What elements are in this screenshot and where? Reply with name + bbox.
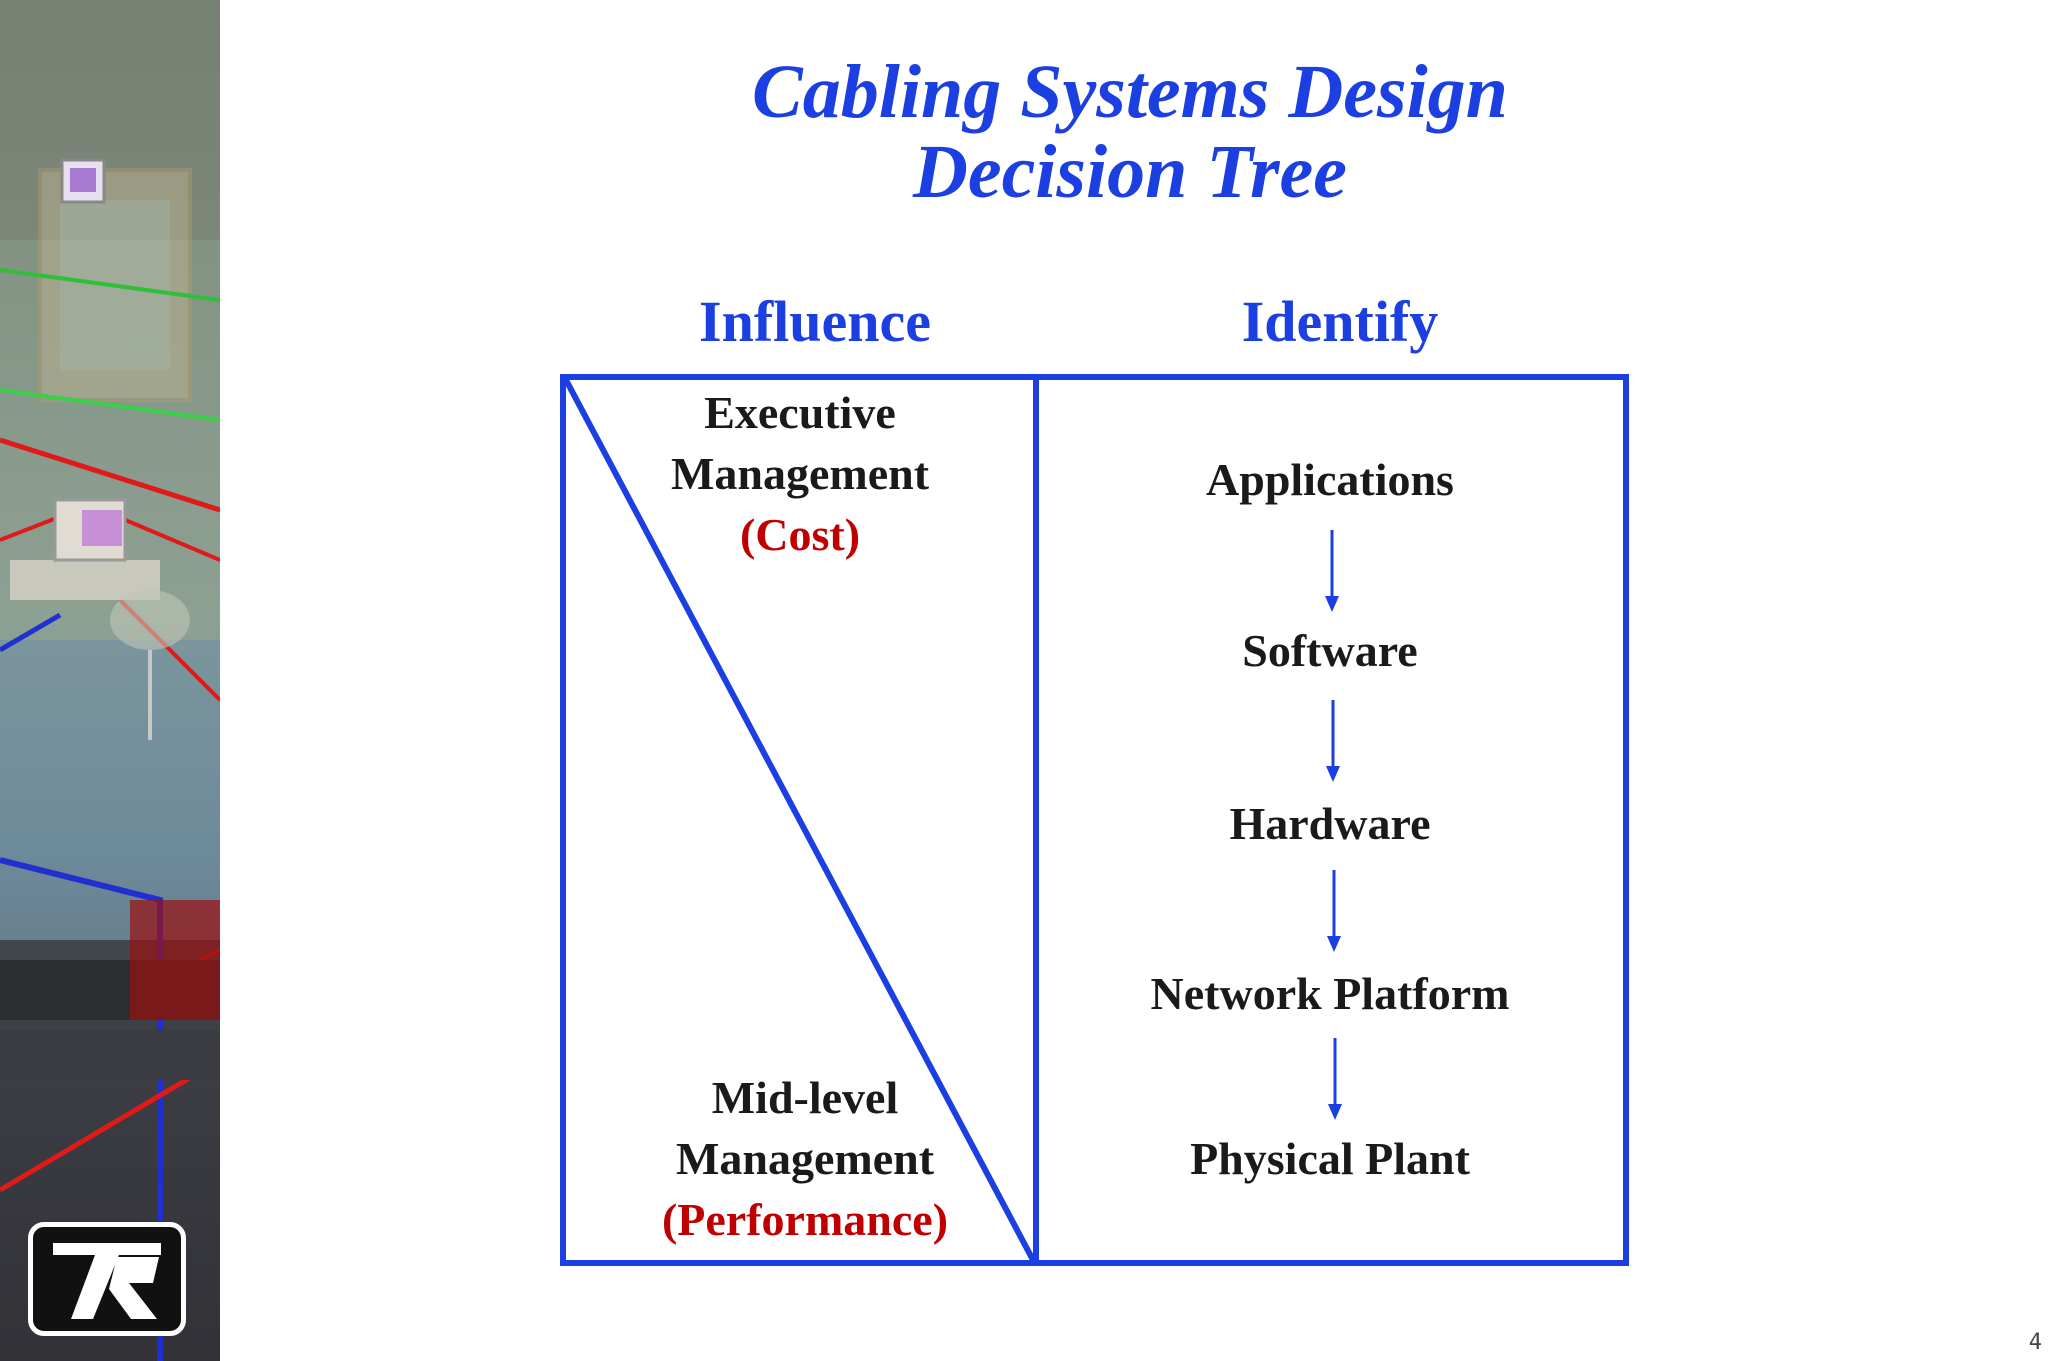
identify-step: Physical Plant — [1190, 1133, 1470, 1184]
identify-step: Applications — [1206, 454, 1454, 505]
influence-bottom-note: (Performance) — [661, 1194, 949, 1245]
mid-level-management-label: Mid-level Management (Performance) — [620, 1067, 990, 1250]
executive-management-label: Executive Management (Cost) — [620, 382, 980, 565]
slide-title-line-2: Decision Tree — [912, 130, 1348, 214]
slide-title-line-1: Cabling Systems Design — [752, 50, 1508, 134]
identify-step: Software — [1242, 625, 1418, 676]
identify-step: Hardware — [1229, 798, 1431, 849]
flow-arrow — [1327, 870, 1341, 952]
identify-box — [1033, 374, 1629, 1266]
flow-arrow — [1326, 700, 1340, 782]
influence-bottom-line-1: Mid-level — [711, 1072, 899, 1123]
identify-step: Network Platform — [1150, 968, 1510, 1019]
page-number: 4 — [2028, 1330, 2042, 1355]
flow-arrow — [1325, 530, 1339, 612]
influence-top-line-1: Executive — [704, 387, 896, 438]
influence-top-line-2: Management — [670, 448, 930, 499]
company-logo-icon — [53, 1243, 161, 1319]
influence-diagonal — [563, 378, 1036, 1262]
influence-top-note: (Cost) — [739, 509, 861, 560]
company-logo — [28, 1222, 186, 1336]
influence-bottom-line-2: Management — [675, 1133, 935, 1184]
side-decoration-image — [0, 0, 220, 1361]
identify-column-heading: Identify — [1241, 289, 1439, 354]
influence-column-heading: Influence — [699, 289, 931, 354]
flow-arrow — [1328, 1038, 1342, 1120]
